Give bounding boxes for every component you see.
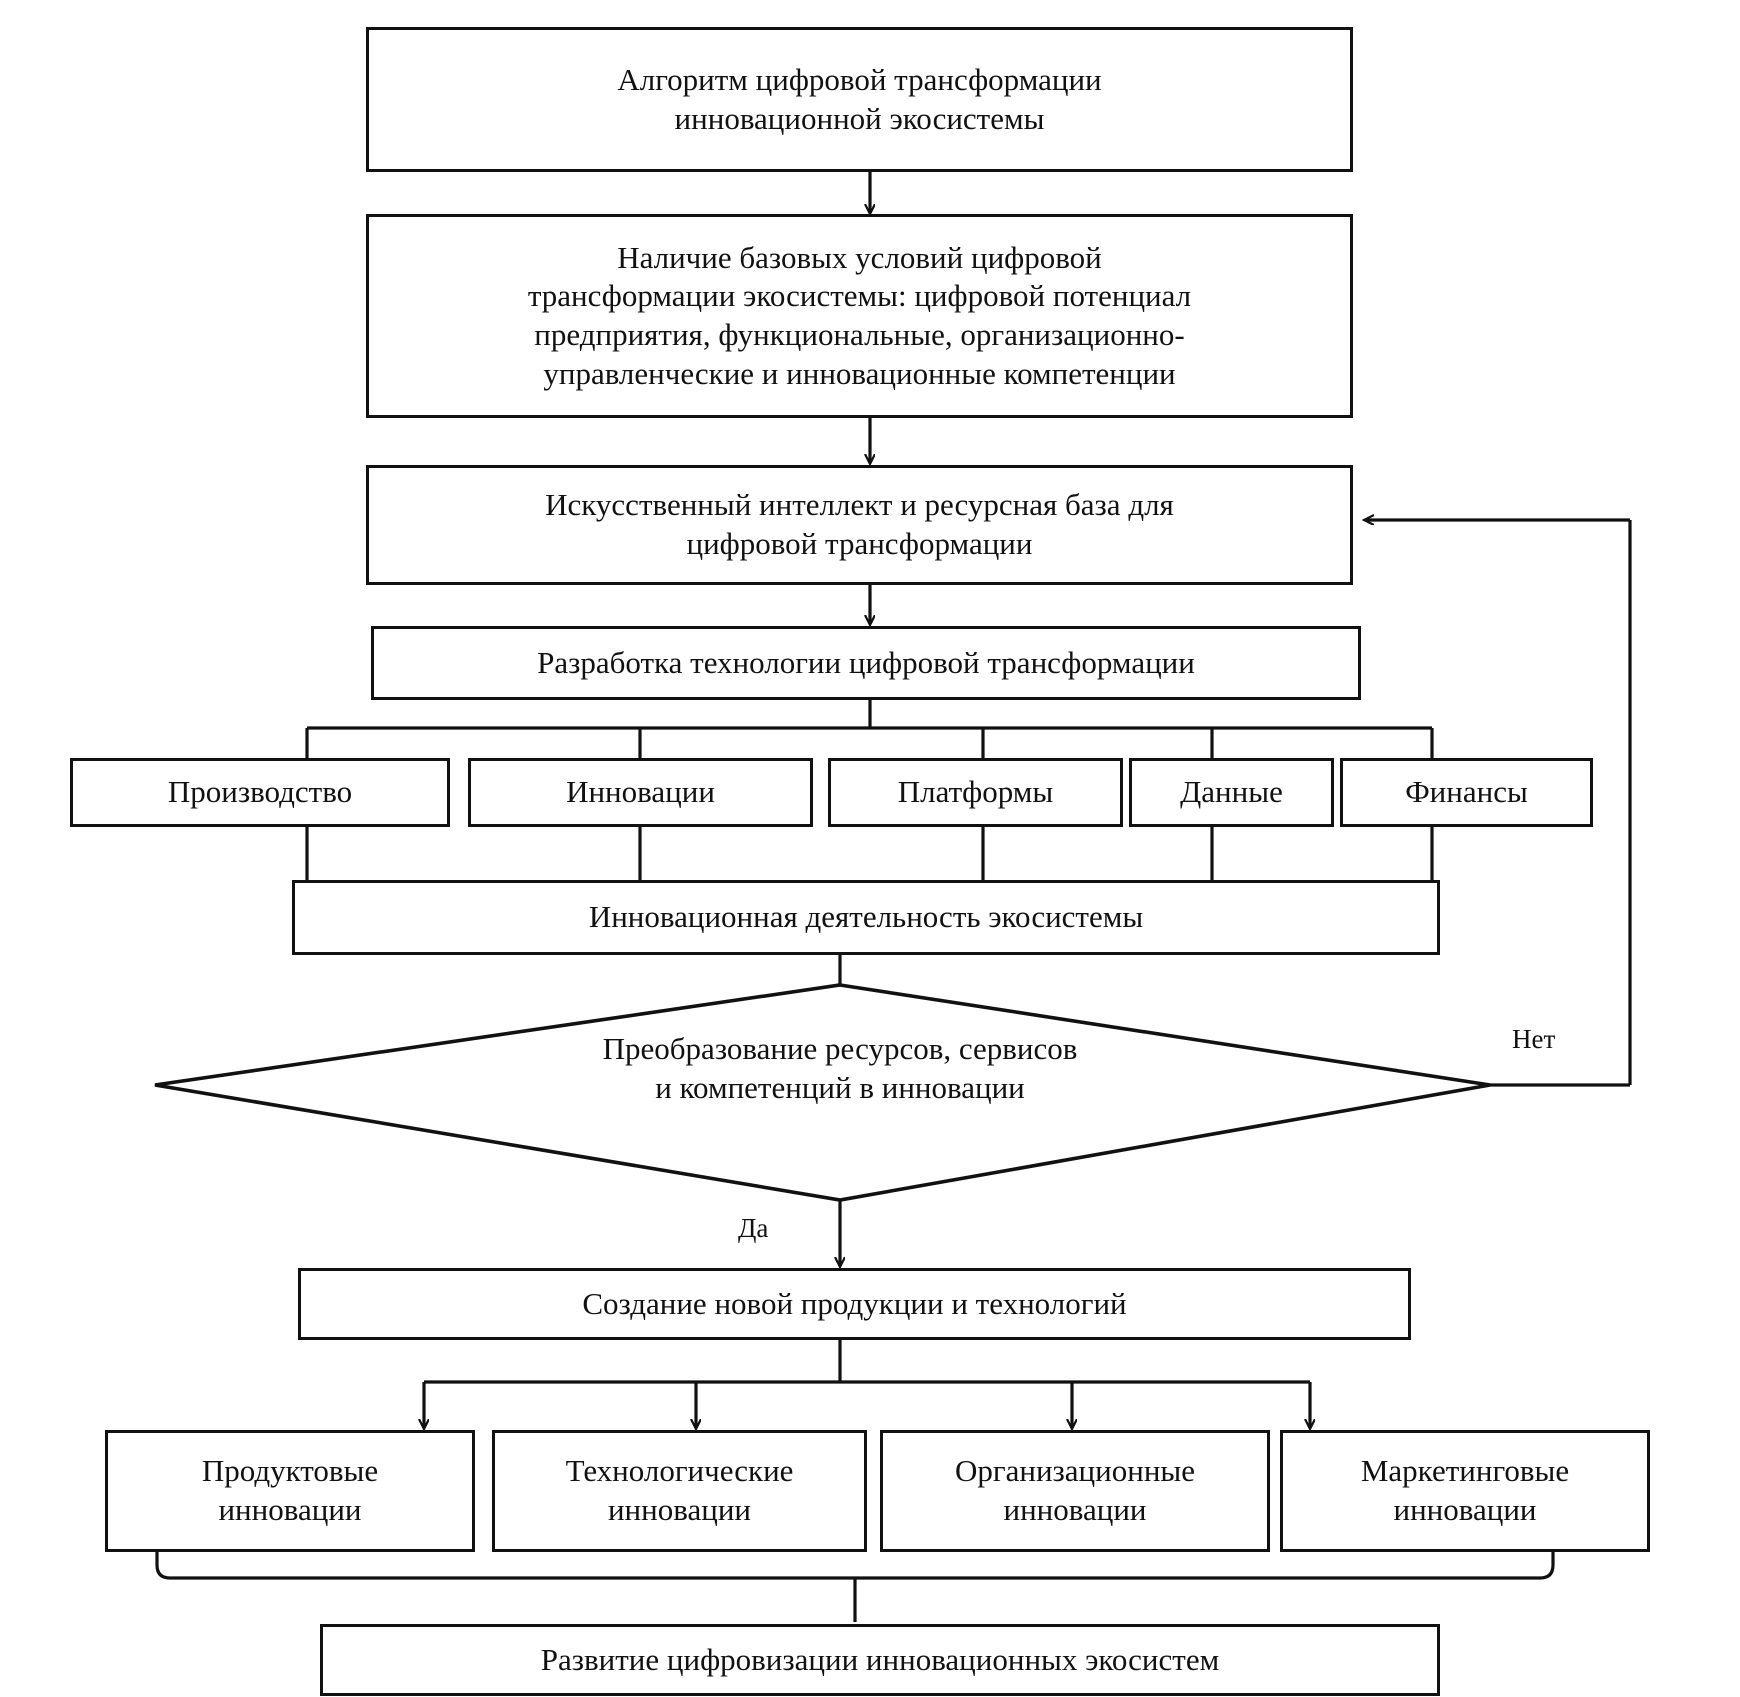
node-outcome: Развитие цифровизации инновационных экос… <box>320 1624 1440 1696</box>
node-new-products: Создание новой продукции и технологий <box>298 1268 1411 1340</box>
node-ai-resources: Искусственный интеллект и ресурсная база… <box>366 465 1353 585</box>
node-branch-production-label: Производство <box>167 774 353 810</box>
node-algorithm-title-label: Алгоритм цифровой трансформации инноваци… <box>617 61 1102 136</box>
node-innovation-product: Продуктовые инновации <box>105 1430 475 1552</box>
node-innovation-technological-label: Технологические инновации <box>565 1453 794 1527</box>
node-decision-label: Преобразование ресурсов, сервисов и комп… <box>602 1031 1078 1105</box>
node-branch-data: Данные <box>1129 758 1334 827</box>
node-branch-innovations: Инновации <box>468 758 813 827</box>
node-tech-development-label: Разработка технологии цифровой трансформ… <box>537 644 1195 680</box>
node-innovation-organizational-label: Организационные инновации <box>955 1453 1195 1527</box>
node-innovation-marketing-label: Маркетинговые инновации <box>1360 1453 1570 1527</box>
node-base-conditions-label: Наличие базовых условий цифровой трансфо… <box>527 239 1192 391</box>
node-branch-innovations-label: Инновации <box>566 774 715 810</box>
node-innovation-activity-label: Инновационная деятельность экосистемы <box>588 899 1144 935</box>
node-branch-data-label: Данные <box>1180 774 1283 810</box>
node-branch-finance-label: Финансы <box>1405 774 1528 810</box>
node-branch-production: Производство <box>70 758 450 827</box>
node-tech-development: Разработка технологии цифровой трансформ… <box>371 626 1361 700</box>
node-innovation-product-label: Продуктовые инновации <box>201 1453 379 1527</box>
node-branch-finance: Финансы <box>1340 758 1593 827</box>
node-branch-platforms: Платформы <box>828 758 1123 827</box>
node-new-products-label: Создание новой продукции и технологий <box>582 1285 1127 1321</box>
node-innovation-technological: Технологические инновации <box>492 1430 867 1552</box>
node-ai-resources-label: Искусственный интеллект и ресурсная база… <box>545 487 1174 561</box>
node-branch-platforms-label: Платформы <box>897 774 1054 810</box>
node-outcome-label: Развитие цифровизации инновационных экос… <box>540 1641 1220 1677</box>
node-base-conditions: Наличие базовых условий цифровой трансфо… <box>366 214 1353 418</box>
node-innovation-organizational: Организационные инновации <box>880 1430 1270 1552</box>
node-innovation-activity: Инновационная деятельность экосистемы <box>292 880 1440 955</box>
node-innovation-marketing: Маркетинговые инновации <box>1280 1430 1650 1552</box>
edge-label-yes: Да <box>738 1213 769 1243</box>
node-algorithm-title: Алгоритм цифровой трансформации инноваци… <box>366 27 1353 172</box>
edge-label-no: Нет <box>1512 1024 1556 1054</box>
node-decision: Преобразование ресурсов, сервисов и комп… <box>460 1030 1220 1140</box>
